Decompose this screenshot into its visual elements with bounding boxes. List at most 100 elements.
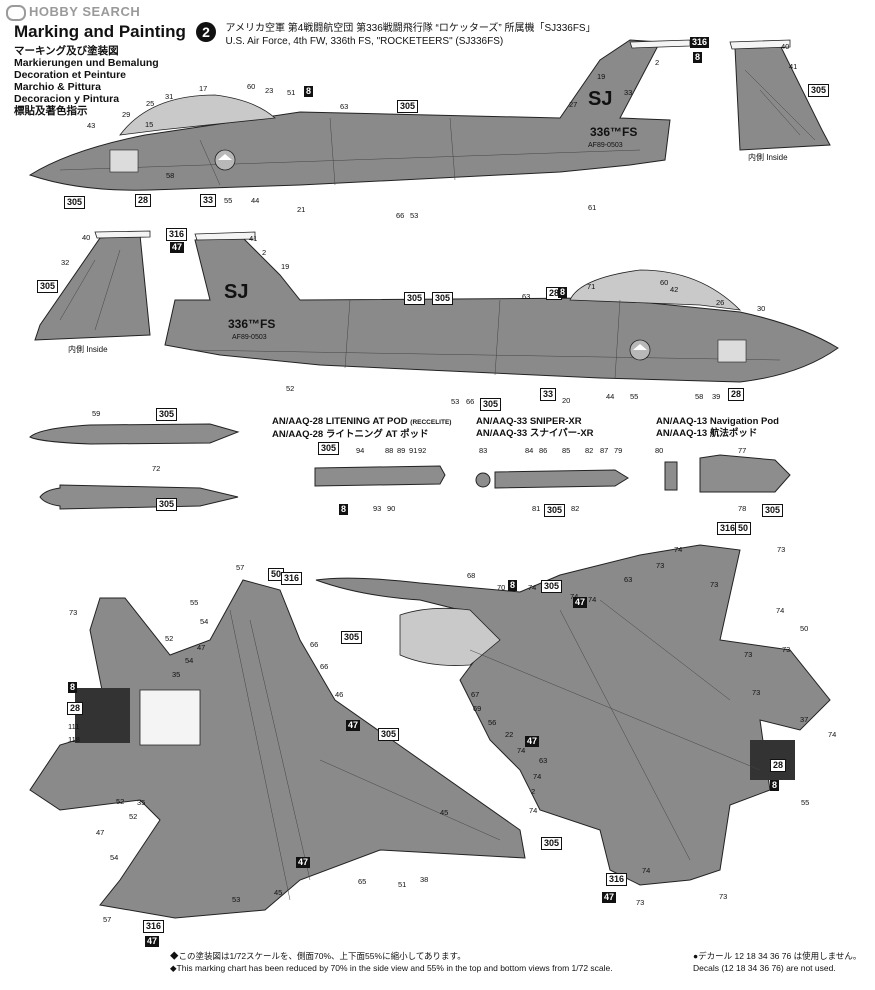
decal-callout: 8 <box>339 504 349 515</box>
part-number-label: 74 <box>529 806 538 815</box>
part-number-label: 66 <box>310 640 319 649</box>
part-number-label: 73 <box>777 545 786 554</box>
title-es: Decoracion y Pintura <box>14 93 120 105</box>
decal-callout: 8 <box>508 580 518 591</box>
part-number-label: 86 <box>539 446 548 455</box>
part-number-label: 60 <box>660 278 669 287</box>
aaq28-pod-drawing <box>314 465 446 487</box>
tail-code-text-2: SJ <box>224 281 248 303</box>
part-number-label: 43 <box>87 121 96 130</box>
title-fr: Decoration et Peinture <box>14 69 127 81</box>
decal-callout: 305 <box>544 504 566 517</box>
part-number-label: 93 <box>373 504 382 513</box>
part-number-label: 65 <box>358 877 367 886</box>
decal-callout: 8 <box>693 52 703 63</box>
decal-callout: 305 <box>341 631 363 644</box>
decal-callout: 305 <box>808 84 830 97</box>
decal-callout: 28 <box>770 759 787 772</box>
part-number-label: 118 <box>68 735 80 744</box>
decal-callout: 305 <box>318 442 340 455</box>
pod-title-aaq28-note: (RECCELITE) <box>410 419 452 426</box>
decal-callout: 47 <box>296 857 311 868</box>
aaq33-pod-drawing <box>475 469 629 489</box>
footer-note-en: ◆This marking chart has been reduced by … <box>170 963 613 973</box>
part-number-label: 73 <box>636 898 645 907</box>
pod-title-aaq33-en: AN/AAQ-33 SNIPER-XR <box>476 416 582 427</box>
part-number-label: 44 <box>606 392 615 401</box>
title-de: Markierungen und Bemalung <box>14 57 159 69</box>
step-header: 2 アメリカ空軍 第4戦闘航空団 第336戦闘飛行隊 “ロケッターズ” 所属機「… <box>196 22 596 49</box>
pod-title-aaq13-en: AN/AAQ-13 Navigation Pod <box>656 416 779 427</box>
part-number-label: 2 <box>262 248 267 257</box>
aaq13-pod-drawing <box>664 454 791 493</box>
part-number-label: 63 <box>624 575 633 584</box>
fin-inside-right <box>729 39 831 151</box>
decal-callout: 47 <box>346 720 361 731</box>
part-number-label: 73 <box>69 608 78 617</box>
decal-callout: 305 <box>762 504 784 517</box>
decal-callout: 47 <box>525 736 540 747</box>
part-number-label: 82 <box>585 446 594 455</box>
decal-callout: 305 <box>541 837 563 850</box>
part-number-label: 84 <box>525 446 534 455</box>
part-number-label: 74 <box>588 595 597 604</box>
part-number-label: 53 <box>451 397 460 406</box>
decal-callout: 33 <box>540 388 557 401</box>
pod-title-aaq33-jp: AN/AAQ-33 スナイパー-XR <box>476 428 594 439</box>
unused-decals-en: Decals (12 18 34 36 76) are not used. <box>693 963 836 973</box>
footer-note: ◆この塗装図は1/72スケールを、側面70%、上下面55%に縮小してあります。 … <box>170 950 613 974</box>
step-number-badge: 2 <box>196 22 216 42</box>
bottom-view <box>29 579 526 919</box>
part-number-label: 73 <box>710 580 719 589</box>
decal-callout: 50 <box>268 568 285 581</box>
inside-label-right: 内側 Inside <box>748 153 788 162</box>
part-number-label: 74 <box>776 606 785 615</box>
part-number-label: 66 <box>396 211 405 220</box>
fuel-tank-1 <box>29 423 240 445</box>
part-number-label: 63 <box>340 102 349 111</box>
part-number-label: 35 <box>137 798 146 807</box>
part-number-label: 70 <box>497 583 506 592</box>
part-number-label: 53 <box>410 211 419 220</box>
part-number-label: 54 <box>110 853 119 862</box>
squadron-mark-text-2: 336™FS <box>228 317 275 331</box>
decal-callout: 305 <box>404 292 426 305</box>
part-number-label: 54 <box>185 656 194 665</box>
page-title: Marking and Painting <box>14 22 186 41</box>
part-number-label: 73 <box>752 688 761 697</box>
pod-title-aaq28-jp: AN/AAQ-28 ライトニング AT ポッド <box>272 429 429 440</box>
decal-callout: 305 <box>432 292 454 305</box>
fin-inside-left <box>34 230 151 341</box>
decal-callout: 47 <box>145 936 160 947</box>
part-number-label: 74 <box>642 866 651 875</box>
part-number-label: 37 <box>800 715 809 724</box>
decal-callout: 305 <box>64 196 86 209</box>
decal-callout: 305 <box>156 498 178 511</box>
fuel-tank-2 <box>39 484 239 510</box>
part-number-label: 80 <box>655 446 664 455</box>
part-number-label: 20 <box>562 396 571 405</box>
part-number-label: 55 <box>630 392 639 401</box>
watermark: HOBBY SEARCH <box>6 4 140 21</box>
part-number-label: 58 <box>166 171 175 180</box>
decal-callout: 28 <box>67 702 84 715</box>
part-number-label: 82 <box>571 504 580 513</box>
decal-callout: 47 <box>170 242 185 253</box>
part-number-label: 55 <box>801 798 810 807</box>
title-jp: マーキング及び塗装図 <box>14 45 119 57</box>
part-number-label: 69 <box>473 704 482 713</box>
part-number-label: 90 <box>387 504 396 513</box>
part-number-label: 72 <box>152 464 161 473</box>
part-number-label: 73 <box>719 892 728 901</box>
part-number-label: 23 <box>265 86 274 95</box>
part-number-label: 67 <box>471 690 480 699</box>
part-number-label: 50 <box>800 624 809 633</box>
part-number-label: 55 <box>190 598 199 607</box>
part-number-label: 33 <box>624 88 633 97</box>
part-number-label: 40 <box>781 42 790 51</box>
part-number-label: 73 <box>656 561 665 570</box>
part-number-label: 77 <box>738 446 747 455</box>
part-number-label: 42 <box>670 285 679 294</box>
part-number-label: 73 <box>782 645 791 654</box>
part-number-label: 41 <box>249 234 258 243</box>
